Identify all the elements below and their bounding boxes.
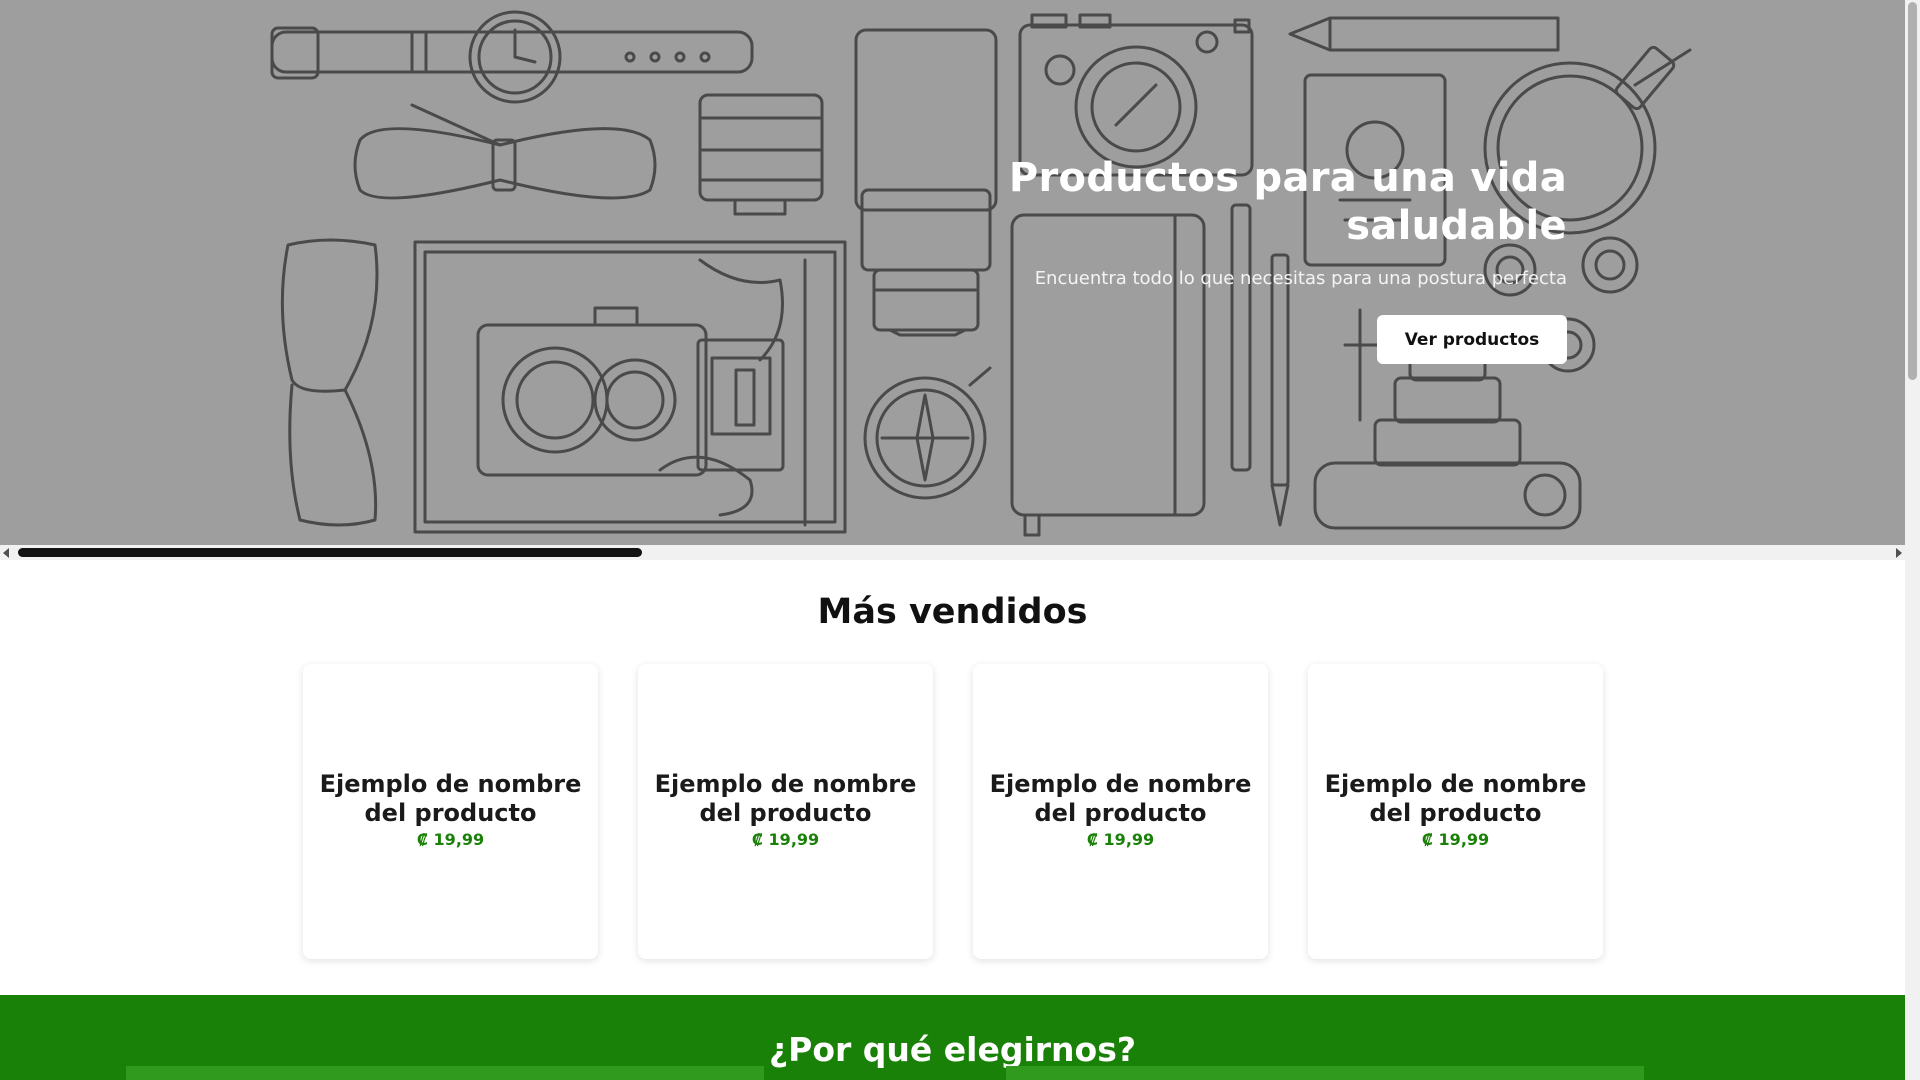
- hero-text-block: Productos para una vida saludable Encuen…: [1007, 154, 1567, 364]
- hero-banner: Productos para una vida saludable Encuen…: [0, 0, 1905, 545]
- product-grid: Ejemplo de nombre del producto ₡ 19,99 E…: [303, 664, 1603, 959]
- hero-subtitle: Encuentra todo lo que necesitas para una…: [1034, 268, 1567, 289]
- why-us-card: [1006, 1066, 1644, 1080]
- hero-illustration: [270, 10, 1692, 537]
- product-name: Ejemplo de nombre del producto: [1324, 770, 1587, 827]
- why-us-title: ¿Por qué elegirnos?: [769, 1030, 1136, 1069]
- hero-horizontal-scrollbar[interactable]: [0, 545, 1905, 560]
- product-card[interactable]: Ejemplo de nombre del producto ₡ 19,99: [638, 664, 933, 959]
- best-sellers-title: Más vendidos: [817, 592, 1088, 632]
- product-name: Ejemplo de nombre del producto: [989, 770, 1252, 827]
- product-price: ₡ 19,99: [416, 830, 485, 849]
- product-card[interactable]: Ejemplo de nombre del producto ₡ 19,99: [303, 664, 598, 959]
- page-scrollbar-thumb[interactable]: [1908, 2, 1917, 380]
- product-price: ₡ 19,99: [1086, 830, 1155, 849]
- product-price: ₡ 19,99: [1421, 830, 1490, 849]
- product-price: ₡ 19,99: [751, 830, 820, 849]
- hero-title: Productos para una vida saludable: [1008, 155, 1567, 249]
- scroll-right-arrow-icon[interactable]: [1896, 548, 1902, 558]
- product-card[interactable]: Ejemplo de nombre del producto ₡ 19,99: [1308, 664, 1603, 959]
- view-products-button[interactable]: Ver productos: [1377, 315, 1567, 364]
- product-name: Ejemplo de nombre del producto: [319, 770, 582, 827]
- page-vertical-scrollbar[interactable]: [1905, 0, 1920, 1080]
- scroll-left-arrow-icon[interactable]: [3, 548, 9, 558]
- product-card[interactable]: Ejemplo de nombre del producto ₡ 19,99: [973, 664, 1268, 959]
- hero-scrollbar-thumb[interactable]: [18, 548, 642, 557]
- why-us-section: [0, 995, 1905, 1080]
- why-us-card: [126, 1066, 764, 1080]
- product-name: Ejemplo de nombre del producto: [654, 770, 917, 827]
